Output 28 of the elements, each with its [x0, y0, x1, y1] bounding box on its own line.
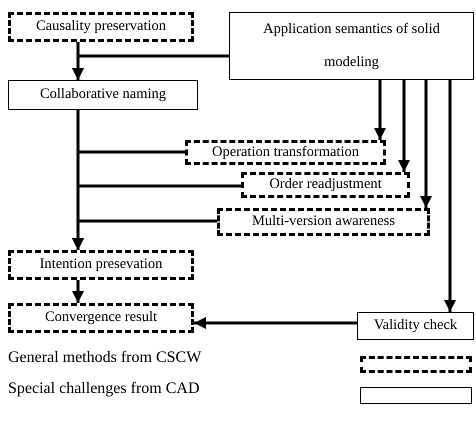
- method-box: [8, 12, 194, 42]
- box-label: Collaborative naming: [40, 87, 166, 103]
- box-label: Multi-version awareness: [252, 214, 395, 230]
- challenge-box: [229, 12, 474, 80]
- legend-label: General methods from CSCW: [8, 349, 202, 367]
- arrow: [374, 80, 386, 140]
- method-box: [185, 140, 386, 165]
- method-box: [8, 303, 194, 333]
- arrow: [398, 80, 410, 172]
- box-label: Operation transformation: [212, 144, 359, 160]
- box-label: Validity check: [374, 318, 458, 334]
- legend-label: Special challenges from CAD: [8, 380, 200, 398]
- challenge-box: [8, 80, 198, 110]
- method-box: [8, 250, 194, 280]
- box-label: Causality preservation: [36, 19, 166, 35]
- box-label: Order readjustment: [269, 177, 382, 193]
- arrow: [420, 80, 432, 208]
- arrow: [444, 80, 456, 312]
- method-box: [241, 172, 410, 198]
- method-box: [217, 208, 430, 236]
- arrow: [72, 280, 84, 303]
- arrow: [194, 317, 357, 329]
- arrow: [72, 220, 217, 250]
- challenge-box: [357, 312, 474, 340]
- box-label: Application semantics of solid modeling: [262, 20, 441, 72]
- box-label: Convergence result: [44, 310, 158, 326]
- box-label: Intention presevation: [40, 257, 162, 273]
- arrow: [72, 54, 229, 80]
